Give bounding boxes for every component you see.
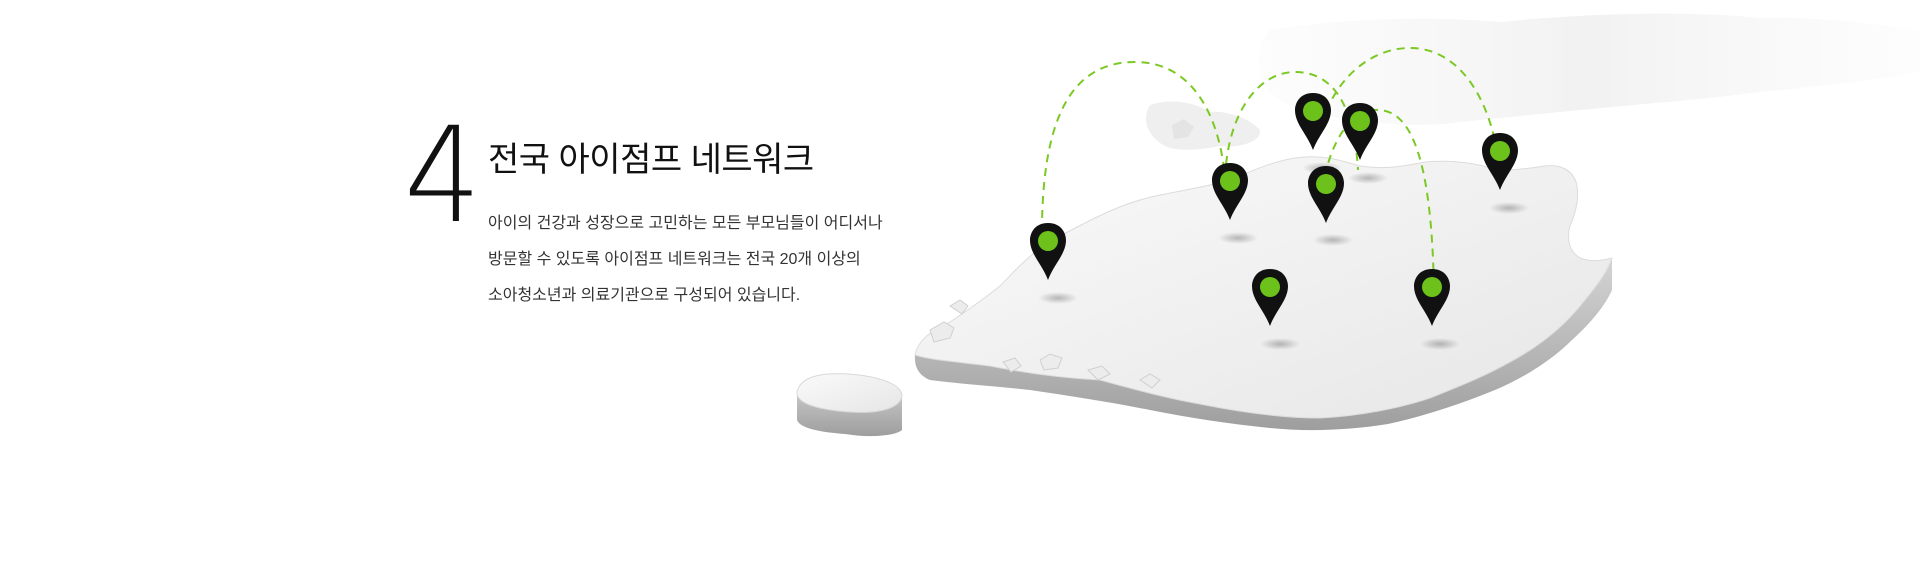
map-pins bbox=[1030, 93, 1518, 326]
route-lines bbox=[1040, 46, 1499, 291]
west-coast-islands bbox=[929, 299, 1161, 389]
north-landmass bbox=[1258, 13, 1920, 125]
route-arc-4 bbox=[1321, 108, 1435, 291]
map-pin-icon bbox=[1252, 269, 1288, 326]
mainland-side bbox=[914, 258, 1612, 431]
description-line: 소아청소년과 의료기관으로 구성되어 있습니다. bbox=[488, 287, 801, 304]
description-line: 방문할 수 있도록 아이점프 네트워크는 전국 20개 이상의 bbox=[488, 251, 861, 268]
description-line: 아이의 건강과 성장으로 고민하는 모든 부모님들이 어디서나 bbox=[488, 215, 883, 232]
jeju-island bbox=[796, 373, 903, 413]
islet-1 bbox=[1172, 119, 1194, 139]
route-arc-1 bbox=[1040, 60, 1226, 247]
section-number: 4 bbox=[404, 99, 481, 253]
map-pin-icon bbox=[1212, 163, 1248, 220]
map-pin-icon bbox=[1342, 103, 1378, 160]
map-pin-icon bbox=[1295, 93, 1331, 150]
map-pin-icon bbox=[1414, 269, 1450, 326]
section-description: 아이의 건강과 성장으로 고민하는 모든 부모님들이 어디서나 방문할 수 있도… bbox=[488, 206, 883, 314]
map-pin-icon bbox=[1482, 133, 1518, 190]
pin-shadows bbox=[1038, 162, 1529, 350]
map-pin-icon bbox=[1030, 223, 1066, 280]
section-title: 전국 아이점프 네트워크 bbox=[488, 141, 814, 179]
map-pin-icon bbox=[1308, 166, 1344, 223]
route-arc-3 bbox=[1317, 46, 1499, 159]
